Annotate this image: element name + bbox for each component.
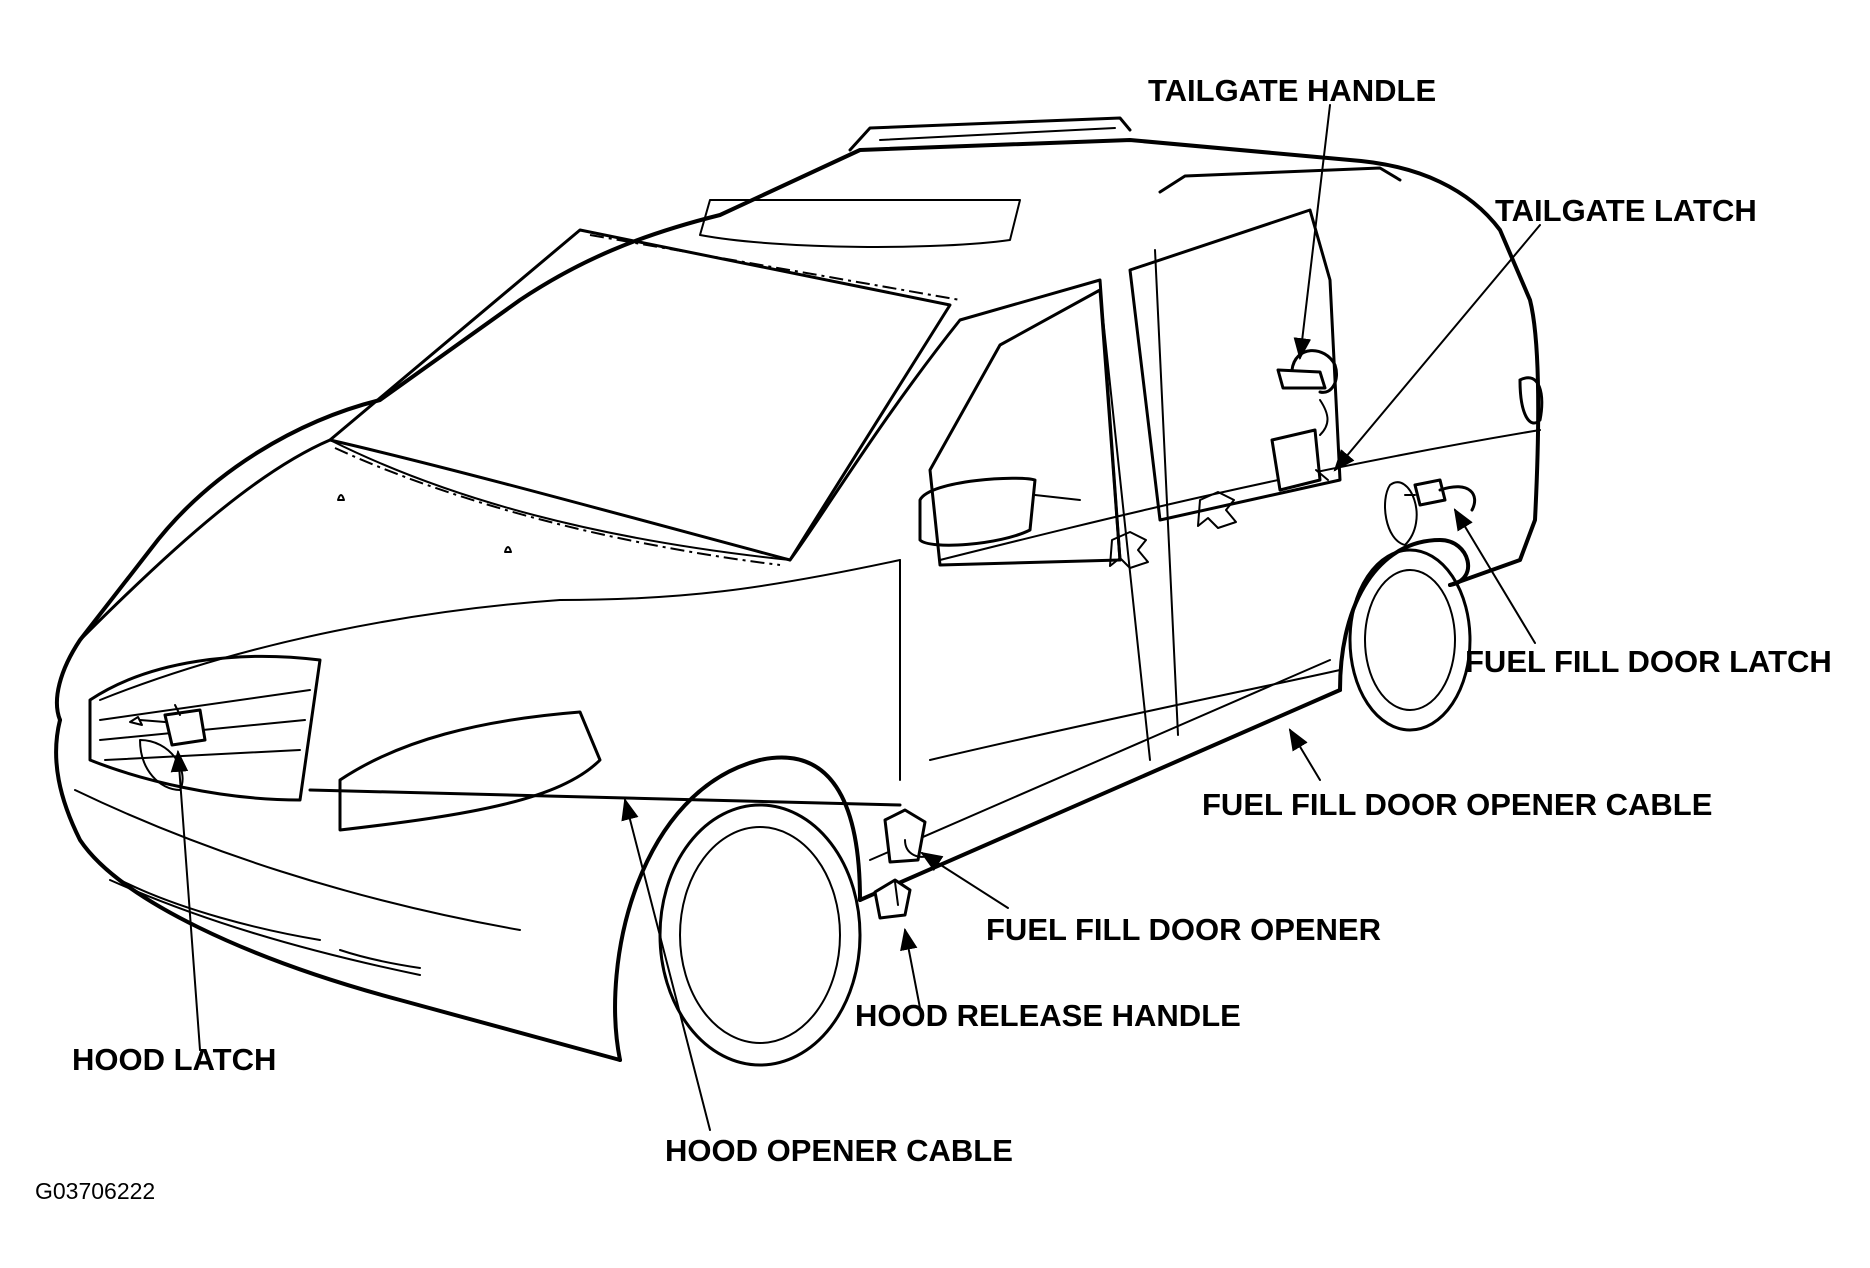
callout-leaders (170, 104, 1541, 1131)
leader-fuel-fill-door-latch (1453, 508, 1536, 644)
fuel-fill-door-latch-part (1404, 478, 1477, 512)
fuel-fill-door-opener-part (883, 808, 931, 864)
label-hood-latch: HOOD LATCH (72, 1042, 277, 1077)
label-tailgate-latch: TAILGATE LATCH (1495, 193, 1757, 228)
leader-hood-release-handle (900, 927, 921, 1009)
label-tailgate-handle: TAILGATE HANDLE (1148, 73, 1437, 108)
tailgate-latch-part (1270, 399, 1329, 492)
leader-hood-latch (170, 749, 201, 1051)
leader-hood-opener-cable (621, 797, 711, 1131)
leader-fuel-fill-door-opener-cable (1288, 728, 1321, 781)
label-fuel-fill-door-opener: FUEL FILL DOOR OPENER (986, 912, 1381, 947)
hood-latch-part (129, 704, 207, 747)
label-hood-release-handle: HOOD RELEASE HANDLE (855, 998, 1241, 1033)
tailgate-handle-part (1276, 349, 1338, 394)
hood-release-handle-part (873, 878, 912, 920)
label-fuel-fill-door-opener-cable: FUEL FILL DOOR OPENER CABLE (1202, 787, 1713, 822)
label-hood-opener-cable: HOOD OPENER CABLE (665, 1133, 1013, 1168)
label-fuel-fill-door-latch: FUEL FILL DOOR LATCH (1465, 644, 1832, 679)
leader-tailgate-latch (1333, 224, 1541, 472)
leader-tailgate-handle (1293, 104, 1331, 361)
figure-id: G03706222 (35, 1178, 156, 1204)
leader-fuel-fill-door-opener (920, 851, 1009, 909)
